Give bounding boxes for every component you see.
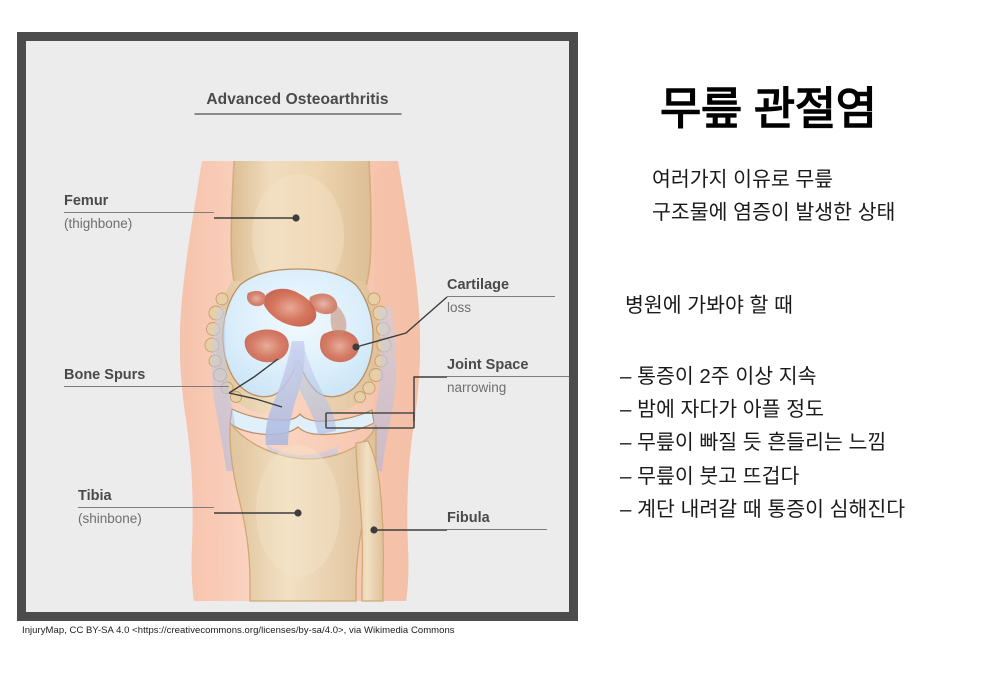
- page-title: 무릎 관절염: [660, 83, 877, 135]
- summary-line-2: 구조물에 염증이 발생한 상태: [652, 201, 896, 225]
- list-item: – 통증이 2주 이상 지속: [620, 365, 817, 388]
- summary-line-1: 여러가지 이유로 무릎: [652, 168, 834, 191]
- callout-fibula-rule: [447, 528, 547, 531]
- callout-joint-space-term: Joint Space: [447, 357, 529, 373]
- callout-femur: Femur (thighbone): [64, 193, 214, 233]
- list-item: – 무릎이 붓고 뜨겁다: [620, 464, 800, 488]
- callout-tibia: Tibia (shinbone): [78, 488, 214, 528]
- callout-bone-spurs-rule: [64, 385, 229, 388]
- callout-fibula-term: Fibula: [447, 510, 490, 526]
- callout-cartilage-rule: [447, 295, 555, 298]
- callout-joint-space-rule: [447, 375, 569, 378]
- list-item: – 무릎이 빠질 듯 흔들리는 느낌: [620, 431, 887, 455]
- illustration-canvas: Advanced Osteoarthritis: [26, 41, 569, 612]
- illustration-frame: Advanced Osteoarthritis: [17, 32, 578, 621]
- list-item: – 계단 내려갈 때 통증이 심해진다: [620, 497, 906, 521]
- callout-femur-sub: (thighbone): [64, 216, 133, 232]
- callout-cartilage-sub: loss: [447, 300, 472, 316]
- symptom-list: – 통증이 2주 이상 지속 – 밤에 자다가 아플 정도 – 무릎이 빠질 듯…: [620, 360, 905, 526]
- callout-joint-space-sub: narrowing: [447, 380, 507, 396]
- content-column: 무릎 관절염 여러가지 이유로 무릎 구조물에 염증이 발생한 상태 병원에 가…: [612, 0, 1000, 700]
- summary-text: 여러가지 이유로 무릎 구조물에 염증이 발생한 상태: [652, 163, 895, 229]
- callout-femur-term: Femur: [64, 193, 109, 209]
- callout-cartilage-term: Cartilage: [447, 277, 510, 293]
- section-heading: 병원에 가봐야 할 때: [625, 294, 793, 317]
- callout-bone-spurs: Bone Spurs: [64, 367, 229, 388]
- callout-joint-space: Joint Space narrowing: [447, 357, 569, 397]
- diagram-title: Advanced Osteoarthritis: [206, 91, 389, 108]
- callout-femur-rule: [64, 211, 214, 214]
- callout-bone-spurs-term: Bone Spurs: [64, 367, 146, 383]
- callout-tibia-sub: (shinbone): [78, 511, 142, 527]
- list-item: – 밤에 자다가 아플 정도: [620, 398, 824, 422]
- callout-tibia-term: Tibia: [78, 488, 112, 504]
- callout-tibia-rule: [78, 506, 214, 509]
- image-attribution: InjuryMap, CC BY-SA 4.0 <https://creativ…: [22, 625, 455, 636]
- callout-cartilage: Cartilage loss: [447, 277, 555, 317]
- knee-joint-illustration: [179, 160, 448, 602]
- diagram-title-underline: [194, 113, 401, 115]
- callout-fibula: Fibula: [447, 510, 547, 531]
